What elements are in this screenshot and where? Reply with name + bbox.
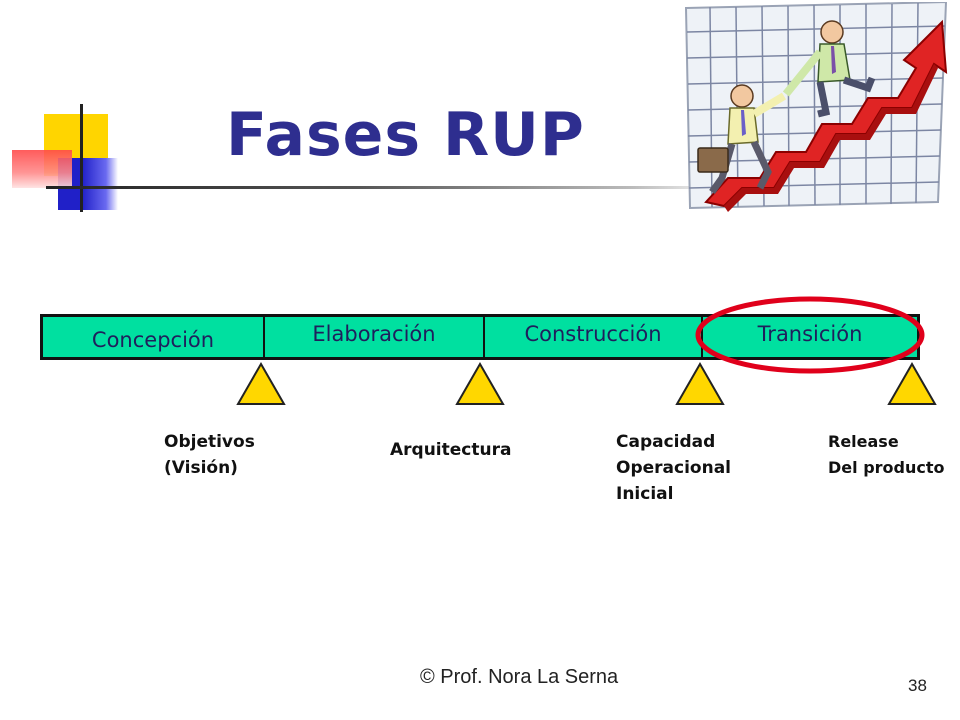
- logo-square-red: [12, 150, 72, 188]
- milestone-label-release: Release Del producto: [828, 432, 945, 477]
- slide-title: Fases RUP: [226, 100, 585, 170]
- phase-elaboracion: Elaboración: [263, 317, 483, 357]
- page-number: 38: [908, 676, 927, 695]
- phase-transicion: Transición: [701, 317, 917, 357]
- milestone-triangle-icon: [236, 362, 286, 405]
- milestone-triangle-icon: [887, 362, 937, 405]
- milestone-triangle-icon: [675, 362, 725, 405]
- phase-timeline: Concepción Elaboración Construcción Tran…: [40, 314, 920, 360]
- milestone-label-arquitectura: Arquitectura: [390, 440, 512, 460]
- milestone-triangle-icon: [455, 362, 505, 405]
- footer-copyright: © Prof. Nora La Serna: [420, 666, 619, 688]
- highlight-ring: [695, 296, 925, 374]
- logo-vertical-line: [80, 104, 83, 212]
- title-underline: [46, 186, 736, 189]
- phase-concepcion: Concepción: [91, 328, 215, 352]
- milestone-label-capacidad: Capacidad Operacional Inicial: [616, 432, 731, 504]
- phase-construccion: Construcción: [483, 317, 701, 357]
- business-growth-clipart-icon: [684, 2, 948, 212]
- milestone-label-objetivos: Objetivos (Visión): [164, 432, 255, 478]
